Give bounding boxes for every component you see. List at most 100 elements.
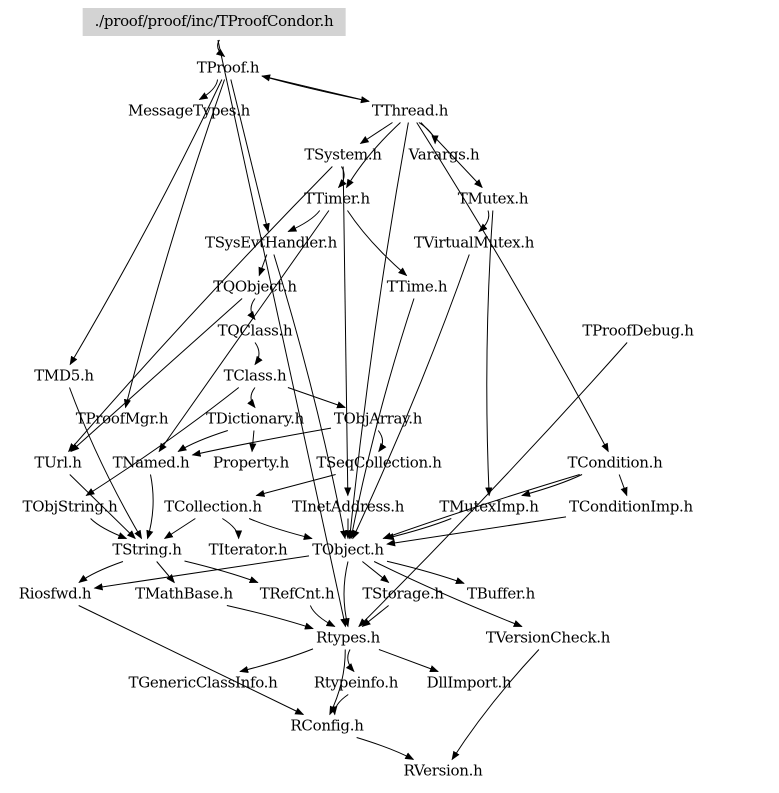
- edge-tobject-to-tversioncheck: [373, 561, 523, 627]
- node-rconfig[interactable]: RConfig.h: [290, 716, 364, 735]
- node-tstorage[interactable]: TStorage.h: [362, 584, 444, 603]
- edge-ttime-to-tobject: [349, 298, 415, 540]
- node-tproof[interactable]: TProof.h: [196, 58, 260, 77]
- edge-rtypeinfo-to-rconfig: [330, 694, 349, 716]
- edge-tstorage-to-rtypes: [361, 605, 389, 628]
- edge-tqclass-to-tclass: [254, 342, 263, 366]
- edge-tthread-to-varargs: [418, 122, 439, 145]
- edge-tproofdebug-to-rtypes: [358, 342, 628, 628]
- node-tsysevthandler[interactable]: TSysEvtHandler.h: [204, 233, 338, 252]
- edge-tcondition-to-tobject: [382, 474, 580, 540]
- node-tinetaddress[interactable]: TInetAddress.h: [291, 497, 405, 516]
- edge-tobject-to-tstorage: [362, 561, 390, 584]
- edge-tobject-to-rtypes: [342, 561, 350, 628]
- edge-turl-to-tstring: [69, 474, 136, 540]
- edge-tproof-to-tproofmgr: [123, 79, 225, 409]
- edge-tversioncheck-to-rversion: [451, 649, 540, 761]
- edge-tnamed-to-tstring: [146, 474, 154, 540]
- edge-tclass-to-tobjstring: [85, 387, 240, 496]
- node-dllimport[interactable]: DllImport.h: [426, 673, 512, 692]
- edge-tthread-to-tmutex: [420, 122, 483, 189]
- edge-rconfig-to-rversion: [356, 737, 415, 760]
- node-tconditionimp[interactable]: TConditionImp.h: [569, 497, 693, 516]
- node-tobject[interactable]: TObject.h: [312, 540, 384, 559]
- node-tobjarray[interactable]: TObjArray.h: [333, 409, 423, 428]
- node-varargs[interactable]: Varargs.h: [408, 145, 480, 164]
- node-tmutex[interactable]: TMutex.h: [457, 189, 529, 208]
- node-turl[interactable]: TUrl.h: [34, 453, 82, 472]
- edge-tobjstring-to-tstring: [90, 518, 128, 539]
- node-riosfwd[interactable]: Riosfwd.h: [18, 584, 92, 603]
- edge-tsystem-to-ttimer: [337, 166, 347, 189]
- edge-tmutex-to-tmuteximp: [485, 210, 494, 497]
- node-tthread[interactable]: TThread.h: [371, 101, 449, 120]
- node-tsystem[interactable]: TSystem.h: [304, 145, 382, 164]
- edge-tthread-to-ttimer: [346, 122, 401, 189]
- node-messagetypes[interactable]: MessageTypes.h: [128, 101, 250, 120]
- root-node[interactable]: ./proof/proof/inc/TProofCondor.h: [82, 8, 346, 36]
- edge-tcondition-to-tmuteximp: [521, 474, 583, 497]
- edge-root-to-rtypes: [217, 39, 348, 628]
- edge-tcollection-to-tobject: [248, 518, 313, 540]
- node-tproofmgr[interactable]: TProofMgr.h: [75, 409, 169, 428]
- node-ttimer[interactable]: TTimer.h: [304, 189, 370, 208]
- node-tcondition[interactable]: TCondition.h: [567, 453, 663, 472]
- edge-tcollection-to-tstring: [163, 518, 196, 539]
- node-property[interactable]: Property.h: [213, 453, 289, 472]
- edge-tdictionary-to-tnamed: [177, 430, 228, 452]
- edge-trefcnt-to-rtypes: [309, 605, 336, 627]
- edge-tobjarray-to-tnamed: [191, 427, 332, 457]
- edge-tproof-to-tsysevthandler: [230, 79, 270, 233]
- node-tseqcollection[interactable]: TSeqCollection.h: [316, 453, 442, 472]
- edge-tstring-to-riosfwd: [78, 561, 124, 584]
- edge-tthread-to-tobject: [346, 122, 409, 540]
- node-titerator[interactable]: TIterator.h: [208, 540, 288, 559]
- node-tobjstring[interactable]: TObjString.h: [22, 497, 118, 516]
- edge-tsystem-to-tinetaddress: [342, 166, 352, 497]
- node-tbuffer[interactable]: TBuffer.h: [467, 584, 535, 603]
- edge-ttimer-to-ttime: [347, 210, 408, 277]
- edge-tsysevthandler-to-tobject: [273, 254, 348, 540]
- node-tdictionary[interactable]: TDictionary.h: [206, 409, 304, 428]
- node-tmd5[interactable]: TMD5.h: [34, 366, 94, 385]
- node-tclass[interactable]: TClass.h: [223, 366, 287, 385]
- edge-tseqcollection-to-tcollection: [255, 474, 336, 497]
- node-tgenericclassinfo[interactable]: TGenericClassInfo.h: [128, 673, 278, 692]
- node-ttime[interactable]: TTime.h: [386, 277, 448, 296]
- edge-tobjarray-to-tseqcollection: [377, 430, 387, 453]
- edge-ttimer-to-tsysevthandler: [287, 210, 321, 232]
- node-tvirtualmutex[interactable]: TVirtualMutex.h: [413, 233, 535, 252]
- node-tcollection[interactable]: TCollection.h: [164, 497, 262, 516]
- edge-tproof-to-tmd5: [69, 79, 223, 366]
- node-tnamed[interactable]: TNamed.h: [112, 453, 190, 472]
- edge-ttimer-to-tnamed: [158, 210, 330, 453]
- edge-tcondition-to-tconditionimp: [618, 474, 628, 497]
- edge-rtypes-to-tgenericclassinfo: [239, 648, 314, 673]
- node-tproofdebug[interactable]: TProofDebug.h: [582, 321, 694, 340]
- node-tmuteximp[interactable]: TMutexImp.h: [439, 497, 539, 516]
- node-tstring[interactable]: TString.h: [112, 540, 182, 559]
- node-tqobject[interactable]: TQObject.h: [213, 277, 297, 296]
- node-tmathbase[interactable]: TMathBase.h: [135, 584, 233, 603]
- edge-tmutex-to-tvirtualmutex: [478, 210, 490, 233]
- node-tversioncheck[interactable]: TVersionCheck.h: [485, 628, 611, 647]
- edge-tthread-to-tsystem: [359, 122, 393, 144]
- edge-tsystem-to-turl: [68, 166, 333, 453]
- edge-tstring-to-trefcnt: [184, 560, 259, 584]
- node-rversion[interactable]: RVersion.h: [403, 761, 483, 780]
- edge-tclass-to-tdictionary: [247, 387, 256, 409]
- edge-tmathbase-to-rtypes: [226, 605, 314, 630]
- edge-tproof-to-messagetypes: [198, 79, 219, 100]
- node-trefcnt[interactable]: TRefCnt.h: [259, 584, 335, 603]
- edge-tclass-to-tobjarray: [287, 387, 346, 409]
- edge-tobject-to-tbuffer: [386, 560, 465, 584]
- edge-tcollection-to-titerator: [222, 518, 243, 540]
- edge-rtypes-to-dllimport: [378, 649, 439, 673]
- node-rtypeinfo[interactable]: Rtypeinfo.h: [313, 673, 399, 692]
- node-tqclass[interactable]: TQClass.h: [217, 321, 293, 340]
- edge-tqobject-to-tqclass: [247, 298, 256, 321]
- node-rtypes[interactable]: Rtypes.h: [315, 628, 381, 647]
- edge-tdictionary-to-property: [249, 430, 257, 453]
